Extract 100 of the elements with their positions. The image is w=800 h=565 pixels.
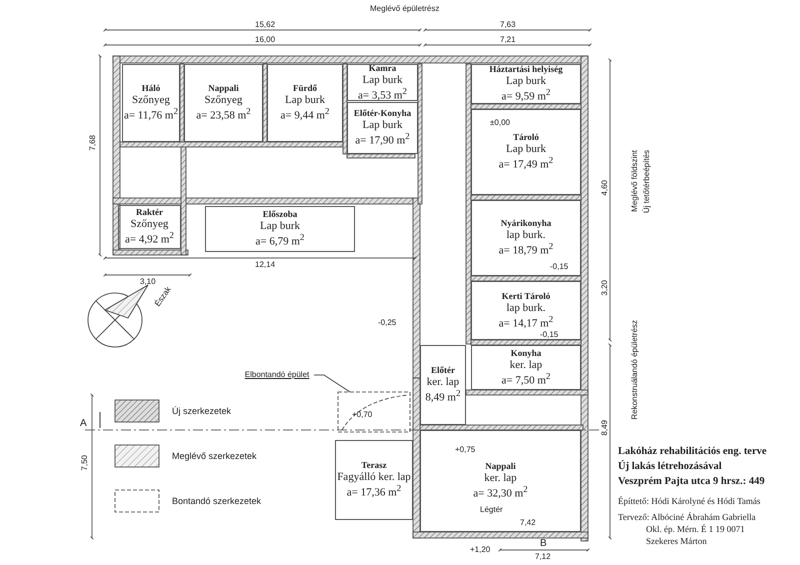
floor-finish: lap burk.: [506, 229, 546, 242]
room-area: a= 7,50 m$^{2}$: [502, 370, 550, 386]
room: [471, 64, 581, 104]
room-area: a= 18,79 m$^{2}$: [498, 241, 554, 257]
room-name: Nyárikonyha: [500, 219, 552, 230]
floor-finish: Szőnyeg: [130, 218, 168, 230]
room: [118, 205, 181, 249]
wing-note: Rekonstruálandó épületrész: [630, 320, 639, 420]
dimension-value: 7,68: [88, 135, 97, 151]
room: [471, 345, 581, 390]
room-name: Nappali: [208, 84, 239, 94]
room-name: Előtér-Konyha: [354, 109, 412, 120]
room-area: a= 23,58 m$^{2}$: [196, 106, 251, 122]
designer-text: Tervező: Albóciné Ábrahám Gabriella: [618, 512, 756, 522]
room-name: Kerti Tároló: [502, 292, 550, 302]
room: [347, 64, 418, 101]
dimension-value: 3,10: [140, 277, 156, 286]
room: [347, 102, 418, 154]
room-name: Fürdő: [292, 84, 317, 94]
room-area: a= 6,79 m$^{2}$: [256, 232, 304, 248]
section-marker: A: [80, 418, 87, 429]
title-text: Új lakás létrehozásával: [618, 461, 722, 472]
room: [335, 440, 413, 520]
legend-label: Új szerkezetek: [172, 406, 232, 416]
room: [471, 200, 581, 276]
level-value: -0,15: [550, 262, 568, 271]
dimension-value: 7,42: [520, 518, 536, 527]
floor-finish: Lap burk: [506, 143, 546, 156]
level-value: -0,15: [540, 330, 558, 339]
room-area: a= 17,49 m$^{2}$: [498, 155, 554, 171]
level-value: +0,75: [455, 445, 476, 454]
floor-finish: ker. lap: [510, 358, 542, 371]
room-area: a= 11,76 m$^{2}$: [124, 106, 178, 122]
legend-label: Bontandó szerkezetek: [172, 496, 262, 506]
dimension-value: 4,60: [600, 180, 609, 196]
building-note: Meglévő épületrész: [370, 4, 440, 13]
room: [471, 281, 581, 340]
leader-line: [314, 374, 350, 392]
level-value: +0,70: [352, 410, 372, 419]
floor-finish: ker. lap: [426, 376, 460, 388]
room-name: Konyha: [510, 348, 542, 359]
room-area: a= 17,90 m$^{2}$: [355, 131, 410, 147]
dimension-value: 7,21: [500, 35, 516, 44]
room: [205, 206, 355, 252]
floor-finish: Lap burk: [284, 94, 325, 106]
floor-finish: Lap burk: [362, 74, 402, 86]
section-marker: B: [540, 538, 547, 549]
designer-text: Szekeres Márton: [646, 536, 707, 546]
room-area: a= 4,92 m$^{2}$: [125, 230, 174, 246]
room-name: Raktér: [136, 208, 163, 218]
floor-finish: lap burk.: [506, 302, 546, 314]
title-text: Veszprém Pajta utca 9 hrsz.: 449: [618, 476, 765, 487]
room-name: Kamra: [368, 64, 396, 74]
room-area: a= 9,59 m$^{2}$: [502, 87, 550, 103]
floor-finish: Fagyálló ker. lap: [337, 471, 411, 484]
room-name: Előtér: [431, 366, 455, 376]
dimension-value: 8,49: [600, 420, 609, 436]
room-name: Nappali: [485, 462, 516, 472]
dimension-value: 16,00: [255, 35, 276, 44]
room: [267, 64, 343, 142]
room-area: a= 32,30 m$^{2}$: [473, 484, 528, 500]
room: [122, 64, 180, 142]
floor-finish: Szőnyeg: [132, 94, 170, 106]
dimension-value: 15,62: [255, 20, 276, 29]
dimension-value: 7,63: [500, 20, 516, 29]
room-area: a= 3,53 m$^{2}$: [358, 86, 407, 102]
dimension-value: 7,12: [535, 552, 551, 561]
room: [184, 64, 263, 142]
level-value: -0,25: [378, 318, 396, 327]
room-name: Háztartási helyiség: [489, 65, 563, 76]
dimension-value: 12,14: [255, 260, 276, 269]
room: [471, 109, 581, 195]
room-area: a= 17,36 m$^{2}$: [346, 483, 402, 499]
demolished-building-outline: [338, 392, 410, 432]
dimension-value: 7,50: [80, 455, 89, 471]
level-value: ±0,00: [490, 118, 510, 127]
room-note: Légtér: [480, 505, 503, 514]
floor-finish: Lap burk: [506, 75, 546, 88]
floor-finish: ker. lap: [484, 472, 517, 484]
room-area: a= 9,44 m$^{2}$: [280, 106, 330, 122]
room-name: Háló: [142, 84, 160, 94]
floor-finish: Szőnyeg: [204, 94, 242, 106]
room-name: Terasz: [361, 461, 387, 472]
room-name: Tároló: [513, 133, 539, 144]
floor-finish: Lap burk: [260, 220, 300, 232]
legend-label: Meglévő szerkezetek: [172, 451, 257, 461]
designer-text: Okl. ép. Mérn. É 1 19 0071: [646, 524, 745, 534]
room-area: a= 14,17 m$^{2}$: [498, 314, 554, 330]
builder-text: Építtető: Hódi Károlyné és Hódi Tamás: [618, 496, 760, 506]
room: [420, 430, 581, 532]
floor-finish: Lap burk: [362, 119, 402, 132]
wing-note: Új tetőtérbeépítés: [642, 150, 651, 214]
callout-label: Elbontandó épület: [244, 370, 310, 380]
room-area: 8,49 m$^{2}$: [425, 388, 461, 404]
title-text: Lakóház rehabilitációs eng. terve: [618, 446, 767, 457]
dimension-value: 3,20: [600, 280, 609, 296]
wing-note: Meglévő földszint: [630, 150, 639, 212]
room: [420, 345, 466, 425]
level-value: +1,20: [470, 545, 490, 554]
room-name: Előszoba: [262, 210, 298, 220]
